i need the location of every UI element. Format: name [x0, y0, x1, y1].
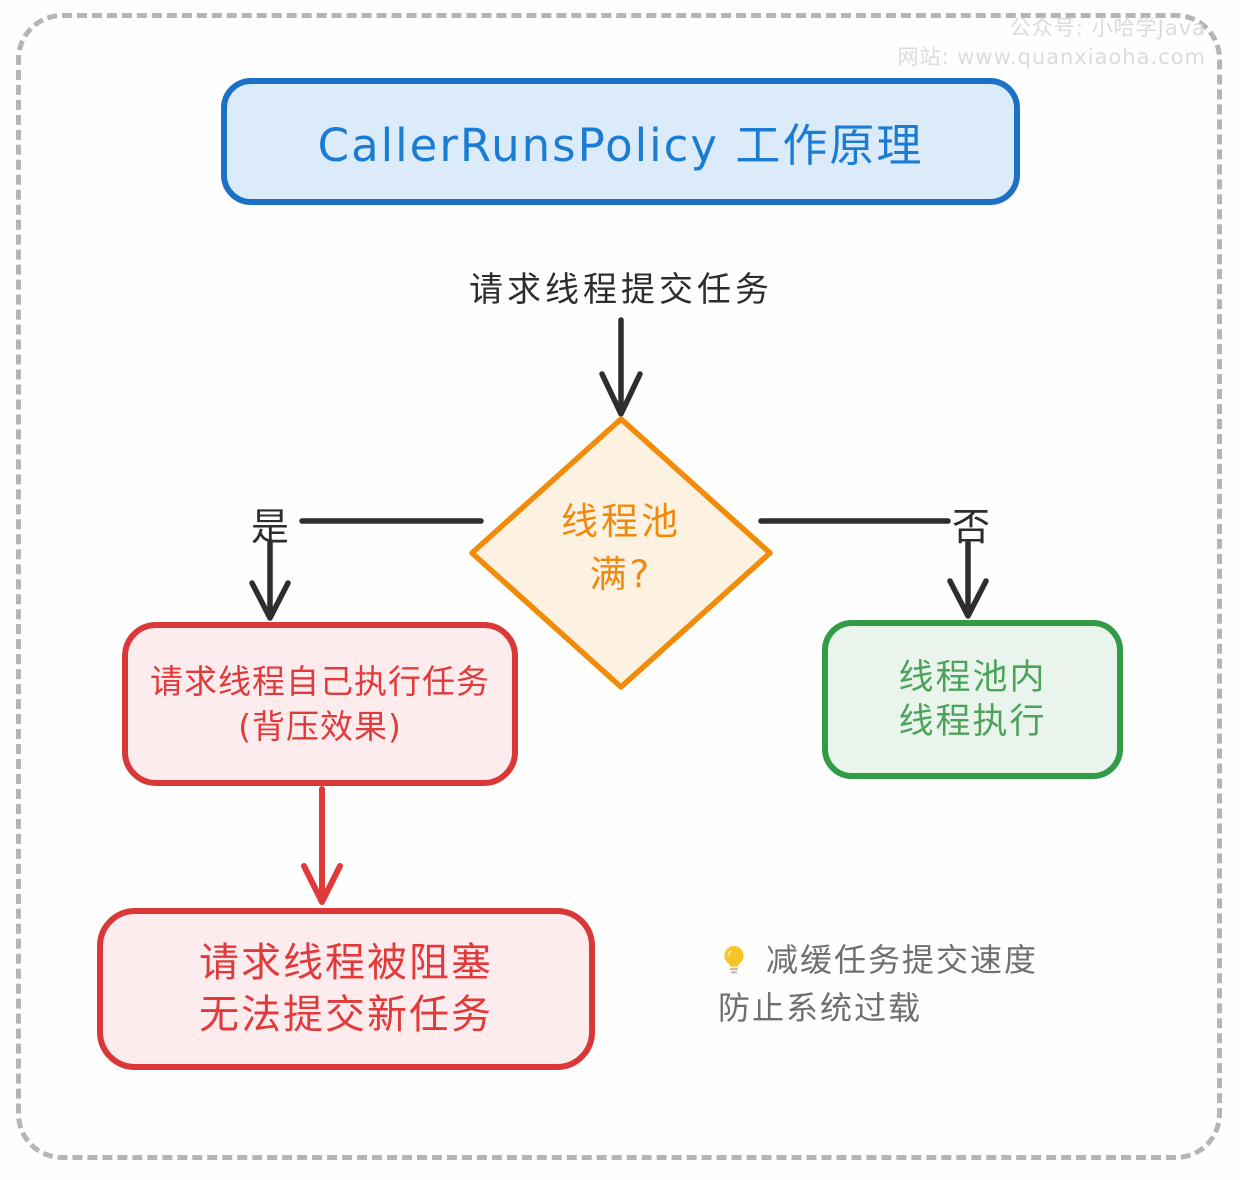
- note-line2: 防止系统过载: [718, 989, 923, 1027]
- pool-exec-line2: 线程执行: [898, 701, 1047, 742]
- caller-runs-box: 请求线程自己执行任务 (背压效果): [122, 622, 518, 786]
- title-box: CallerRunsPolicy 工作原理: [221, 78, 1020, 205]
- caller-runs-line2: (背压效果): [238, 707, 402, 746]
- arrowhead-callerruns-to-blocked-icon: [301, 863, 343, 905]
- page-title: CallerRunsPolicy 工作原理: [317, 119, 924, 172]
- decision-line1: 线程池: [561, 500, 681, 543]
- watermark-account: 公众号: 小哈学Java: [1009, 16, 1206, 40]
- arrowhead-no-down-icon: [947, 578, 989, 619]
- blocked-line1: 请求线程被阻塞: [199, 940, 493, 986]
- arrowhead-start-to-decision-icon: [599, 371, 643, 417]
- blocked-line2: 无法提交新任务: [199, 992, 493, 1038]
- watermark-site: 网站: www.quanxiaoha.com: [897, 45, 1206, 69]
- decision-line2: 满?: [589, 553, 653, 596]
- note-line1: 减缓任务提交速度: [766, 941, 1039, 979]
- branch-no-label: 否: [951, 505, 990, 549]
- start-label: 请求线程提交任务: [469, 270, 773, 310]
- caller-runs-line1: 请求线程自己执行任务: [150, 662, 490, 701]
- lightbulb-icon: [724, 946, 744, 974]
- pool-exec-line1: 线程池内: [898, 657, 1047, 698]
- pool-exec-box: 线程池内 线程执行: [822, 620, 1123, 779]
- arrowhead-yes-down-icon: [249, 580, 291, 621]
- branch-yes-label: 是: [250, 505, 289, 549]
- note: 减缓任务提交速度 防止系统过载: [718, 936, 1078, 1032]
- watermark: 公众号: 小哈学Java 网站: www.quanxiaoha.com: [897, 14, 1206, 72]
- decision-label: 线程池 满?: [471, 495, 771, 601]
- blocked-box: 请求线程被阻塞 无法提交新任务: [97, 908, 595, 1070]
